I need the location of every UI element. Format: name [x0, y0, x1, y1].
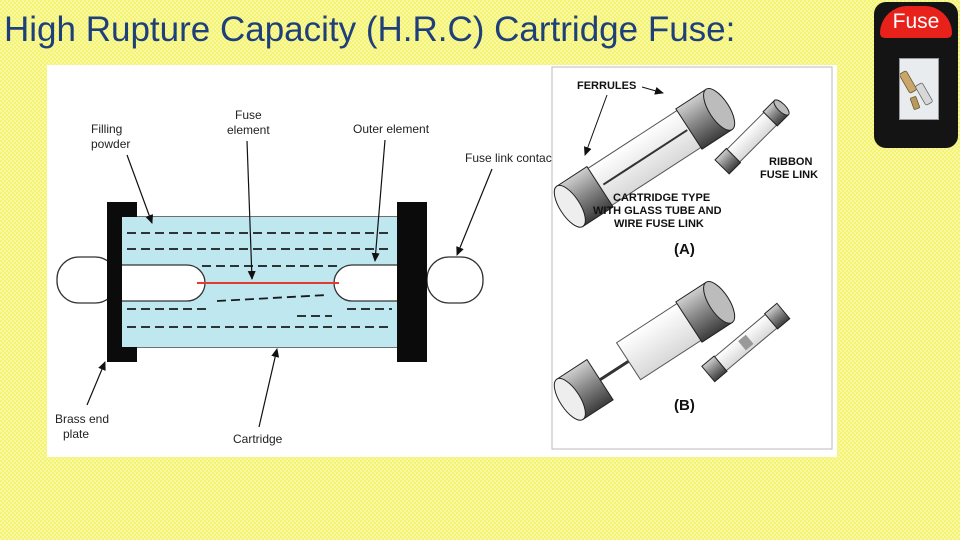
- fuse-badge-header: Fuse: [880, 6, 952, 38]
- label-cartridge-type-1: CARTRIDGE TYPE: [613, 192, 710, 204]
- pointer-fuse-element: [246, 140, 256, 280]
- label-fuse-element-2: element: [227, 123, 270, 137]
- right-inner-rod: [333, 264, 397, 302]
- cartridge-fuse-b-large: [553, 281, 736, 421]
- fuse-photo-thumbnail: [899, 58, 939, 120]
- label-brass-end-plate-1: Brass end: [55, 412, 109, 426]
- label-outer-element: Outer element: [353, 122, 430, 136]
- label-ribbon-2: FUSE LINK: [760, 169, 818, 181]
- filling-powder-pattern: [127, 232, 392, 328]
- label-brass-end-plate-2: plate: [63, 427, 89, 441]
- pointer-cartridge: [258, 348, 280, 428]
- slide-title: High Rupture Capacity (H.R.C) Cartridge …: [4, 10, 736, 49]
- figure-panel: Filling powder Fuse element Outer elemen…: [47, 65, 837, 457]
- label-ribbon-1: RIBBON: [769, 156, 812, 168]
- cartridge-fuse-b-small: [701, 302, 791, 383]
- caption-b: (B): [674, 397, 695, 414]
- hrc-fuse-cross-section: Filling powder Fuse element Outer elemen…: [55, 108, 556, 446]
- pointer-brass-end-plate: [86, 361, 106, 406]
- cartridge-fuse-illustration: FERRULES RIBBON FUSE LINK CARTRIDGE TYPE…: [551, 66, 833, 450]
- label-ferrules: FERRULES: [577, 80, 636, 92]
- pointer-ferrules-1: [641, 86, 664, 95]
- left-inner-rod: [122, 264, 206, 302]
- fuse-photo-icon: [899, 70, 933, 110]
- label-cartridge-type-3: WIRE FUSE LINK: [614, 218, 704, 230]
- label-filling-powder-1: Filling: [91, 122, 122, 136]
- label-cartridge-type-2: WITH GLASS TUBE AND: [593, 205, 722, 217]
- label-fuse-element-1: Fuse: [235, 108, 262, 122]
- label-cartridge: Cartridge: [233, 432, 283, 446]
- pointer-filling-powder: [126, 154, 153, 224]
- ribbon-fuse-link-small: [714, 99, 790, 175]
- cartridge-fuse-a-large: [553, 88, 736, 228]
- label-fuse-link-contact: Fuse link contact: [465, 151, 556, 165]
- caption-a: (A): [674, 241, 695, 258]
- pointer-fuse-link-contact: [456, 168, 493, 256]
- right-end-plate: [397, 202, 427, 362]
- pointer-ferrules-2: [583, 94, 608, 156]
- right-blade-contact: [426, 256, 484, 304]
- label-filling-powder-2: powder: [91, 137, 130, 151]
- pointer-outer-element: [371, 139, 386, 262]
- fuse-badge-label: Fuse: [892, 10, 940, 33]
- fuse-badge: Fuse: [874, 2, 958, 148]
